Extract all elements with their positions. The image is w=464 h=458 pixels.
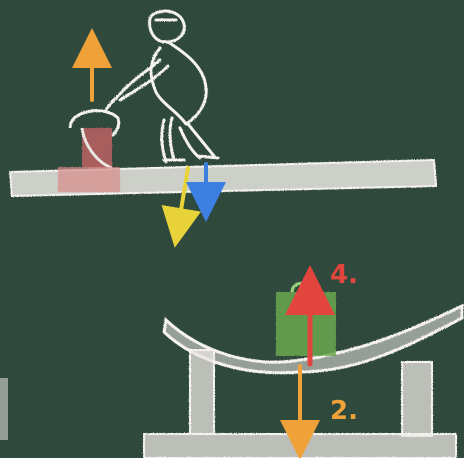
support-block-right [402, 362, 432, 436]
force-label-4: 4. [330, 262, 358, 288]
force-label-2: 2. [330, 398, 358, 424]
support-block-left [190, 350, 214, 434]
weight-block [276, 283, 336, 356]
left-edge-block [0, 378, 8, 440]
